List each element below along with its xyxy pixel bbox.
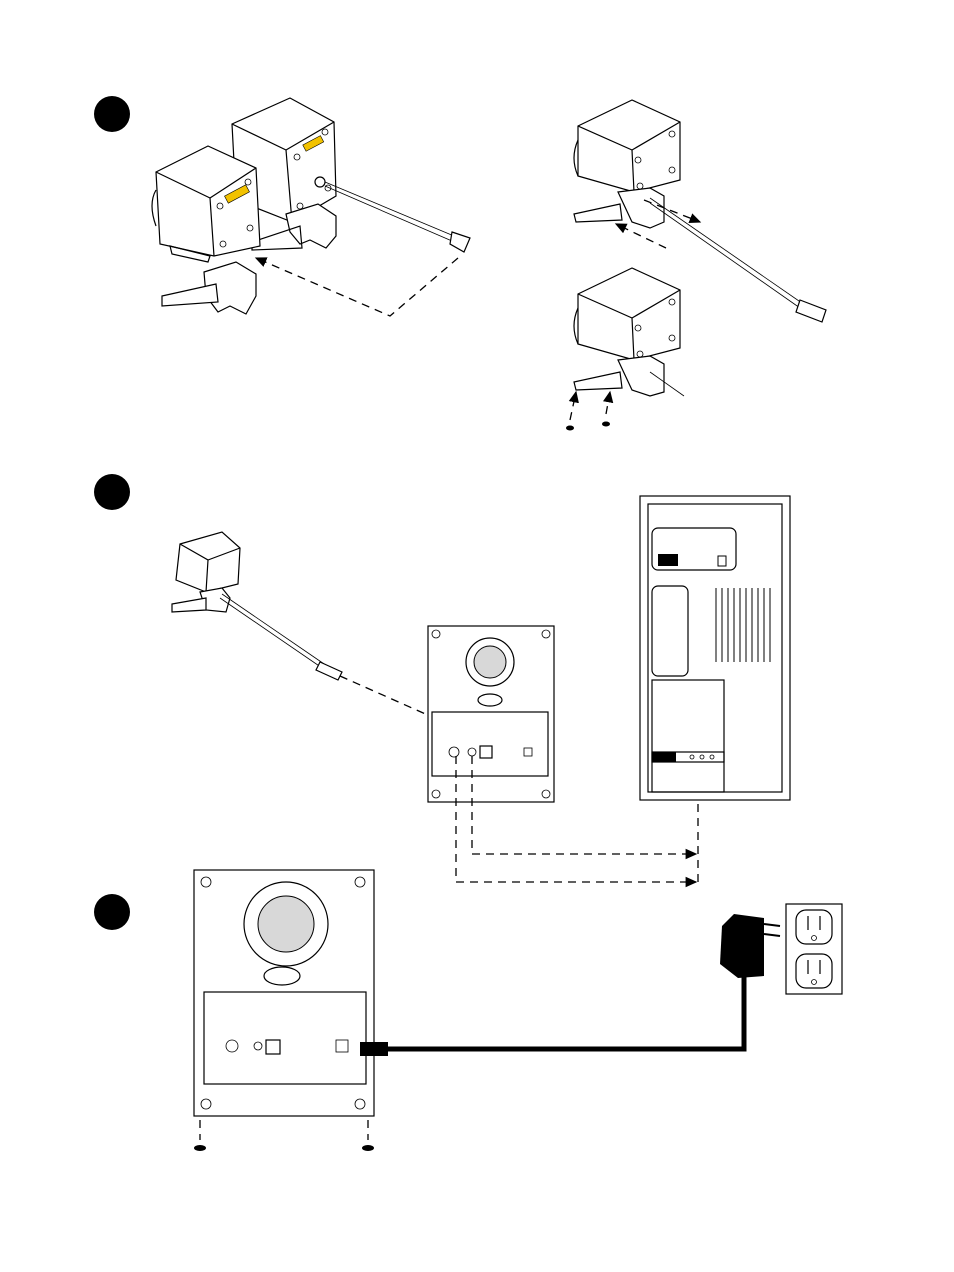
mini-din-plug-icon (796, 300, 826, 322)
step-3-marker-icon (94, 894, 130, 930)
rubber-foot-icon (566, 426, 574, 431)
ac-adapter-icon (720, 914, 780, 978)
satellite-speaker-icon (574, 100, 680, 192)
subwoofer-icon (428, 626, 554, 802)
satellite-speaker-icon (574, 268, 680, 360)
rubber-foot-icon (602, 422, 610, 427)
step-3-power (194, 870, 842, 1151)
subwoofer-icon (194, 870, 374, 1116)
step-1-satellite-speakers (152, 98, 470, 316)
rubber-foot-icon (194, 1145, 206, 1151)
step-2-marker-icon (94, 474, 130, 510)
mini-din-plug-icon (450, 232, 470, 252)
satellite-speaker-icon (152, 146, 260, 262)
dc-plug-icon (360, 1042, 388, 1056)
computer-tower-icon (640, 496, 790, 800)
satellite-speaker-icon (172, 532, 240, 612)
step-2-connections (172, 496, 790, 882)
speaker-cable (315, 177, 470, 252)
rubber-foot-icon (362, 1145, 374, 1151)
step-1-mounting-detail (566, 100, 826, 431)
mini-din-plug-icon (316, 662, 342, 680)
wall-outlet-icon (786, 904, 842, 994)
speaker-stand-icon (574, 188, 664, 228)
speaker-stand-icon (574, 356, 684, 396)
step-1-marker-icon (94, 96, 130, 132)
speaker-stand-icon (162, 262, 256, 314)
